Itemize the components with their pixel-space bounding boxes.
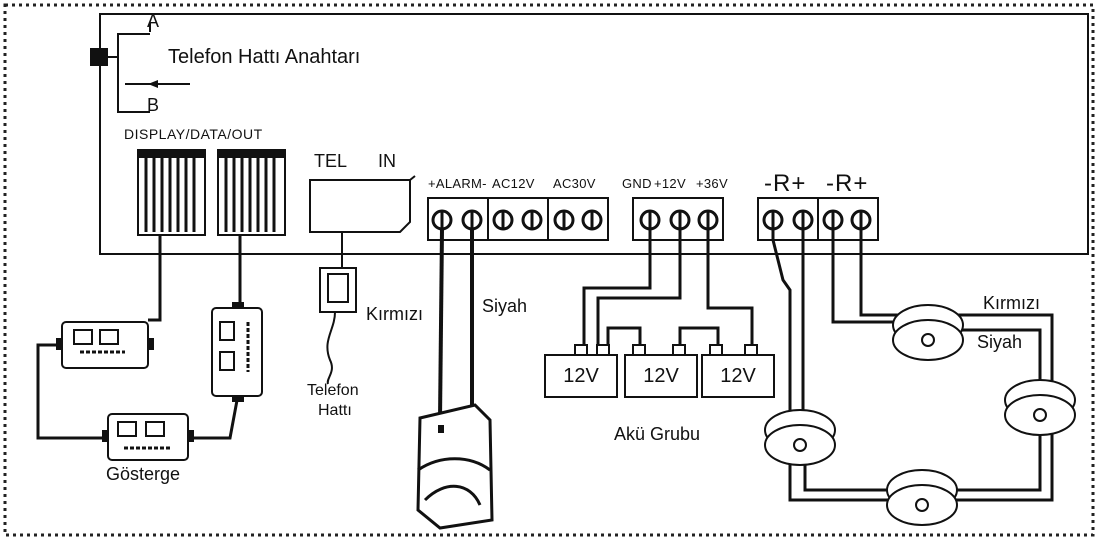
- display-wires: [36, 235, 242, 440]
- battery-3-label: 12V: [720, 365, 756, 387]
- tel-in-jack-icon: [309, 175, 416, 254]
- telephone-plug-icon: [319, 254, 357, 385]
- in-label: IN: [378, 151, 396, 171]
- battery-wires: [582, 229, 754, 345]
- phone-line-label-line1: Telefon: [307, 382, 359, 399]
- main-panel-box: [99, 13, 1089, 255]
- switch-b-label: B: [147, 95, 160, 115]
- black-wire-label-left: Siyah: [482, 296, 528, 316]
- ac12v-terminal-label: AC12V: [492, 176, 535, 191]
- outer-dotted-border: [3, 3, 1095, 537]
- gnd-terminal-label: GND: [622, 176, 652, 191]
- plus12v-terminal-label: +12V: [654, 176, 686, 191]
- terminal-block-alarm-ac: [427, 197, 609, 241]
- phone-switch-label: Telefon Hattı Anahtarı: [168, 46, 361, 68]
- plus36v-terminal-label: +36V: [696, 176, 728, 191]
- alarm-terminal-label: +ALARM-: [428, 176, 487, 191]
- display-module-vertical: [211, 302, 263, 402]
- ac30v-terminal-label: AC30V: [553, 176, 596, 191]
- phone-line-label-line2: Hattı: [318, 402, 352, 419]
- loop2-terminal-label: -R+: [826, 170, 869, 197]
- loop1-terminal-label: -R+: [764, 170, 807, 197]
- siren-wires: [438, 228, 474, 421]
- battery-2-label: 12V: [643, 365, 679, 387]
- tel-label: TEL: [314, 151, 348, 171]
- detector-loop-wires: [771, 229, 1054, 502]
- red-wire-label-right: Kırmızı: [983, 293, 1040, 313]
- battery-group-label: Akü Grubu: [614, 424, 701, 444]
- display-label: Gösterge: [106, 464, 181, 484]
- black-wire-label-right: Siyah: [977, 332, 1023, 352]
- red-wire-label-left: Kırmızı: [366, 304, 423, 324]
- display-data-out-label: DISPLAY/DATA/OUT: [124, 126, 263, 142]
- battery-icons: [544, 344, 775, 398]
- display-module-left: [56, 321, 154, 369]
- display-connector-icon: [137, 149, 206, 236]
- switch-a-label: A: [147, 11, 160, 31]
- siren-icon: [416, 403, 494, 530]
- display-module-bottom: [102, 413, 194, 461]
- phone-line-switch-icon: [90, 22, 190, 113]
- smoke-detector-icons: [764, 304, 1076, 526]
- data-out-connector-icon: [217, 149, 286, 236]
- battery-1-label: 12V: [563, 365, 599, 387]
